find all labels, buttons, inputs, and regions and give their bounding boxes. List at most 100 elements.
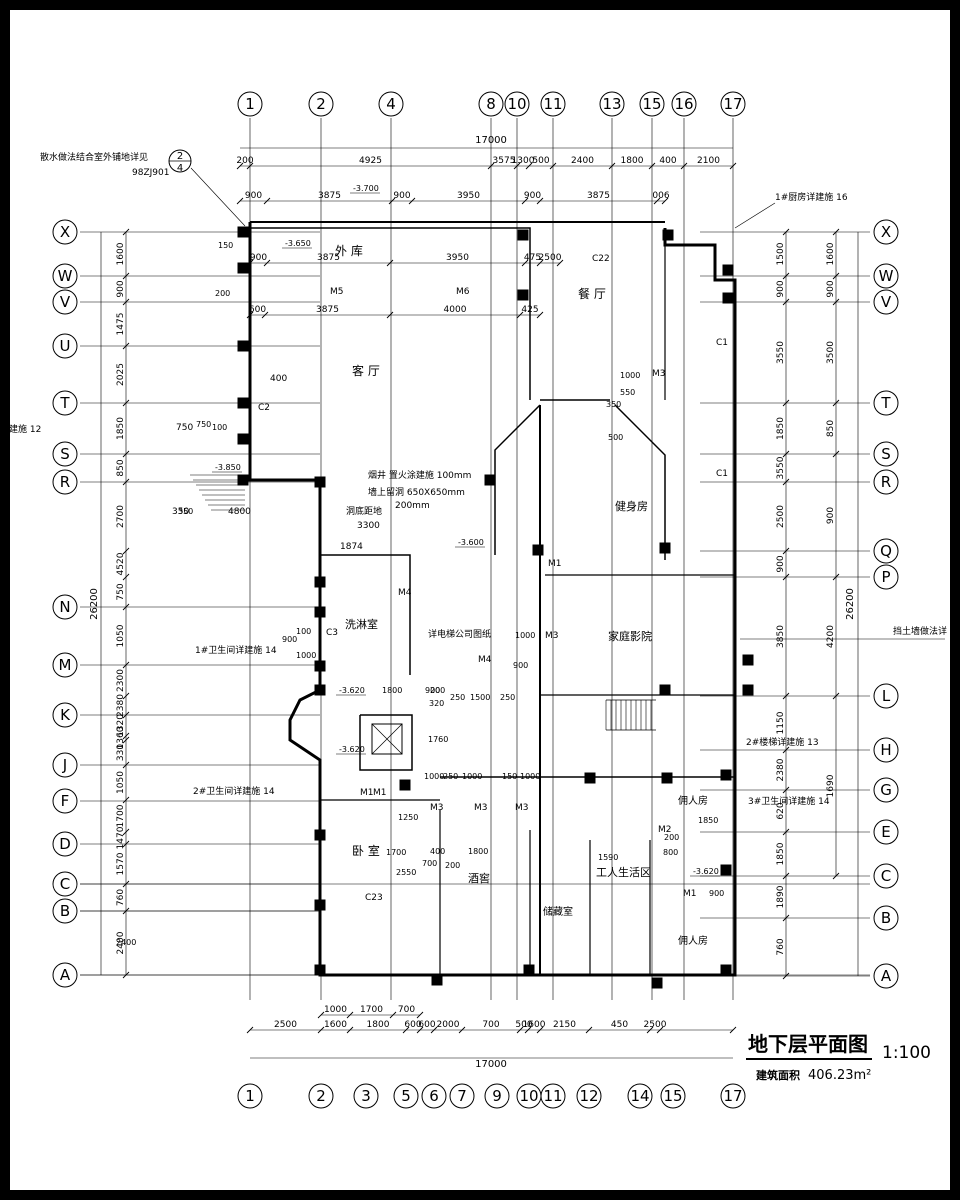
axis-bubble-left: V [52,289,78,315]
axis-bubble-circle [237,91,263,117]
dimension-label: 900 [116,280,126,297]
axis-bubble-label: 14 [630,1087,649,1105]
dimension-label: 2400 [571,156,594,166]
dimension-label: 3875 [316,305,339,315]
axis-bubble-label: G [880,781,892,799]
dimension-tick [122,711,130,719]
dimension-label: 4200 [826,625,836,648]
axis-bubble-circle [660,1083,686,1109]
dimension-label: 750 [116,583,126,600]
axis-bubble-right: G [873,777,899,803]
dimension-label: 3500 [826,341,836,364]
dimension-tick [122,342,130,350]
dimension-label: 330 [116,744,126,761]
structural-column [662,229,674,241]
axis-bubble-left: R [52,469,78,495]
dimension-tick [536,1026,544,1034]
dimension-tick [261,311,269,319]
dimension-tick [832,692,840,700]
door-tag: M3 [545,631,559,641]
axis-bubble-circle [52,469,78,495]
axis-bubble-bottom: 6 [421,1083,447,1109]
dimension-tick [122,907,130,915]
dimension-label: 900 [776,280,786,297]
dimension-label: 1150 [776,711,786,734]
dimension-tick [653,197,661,205]
dimension-tick [122,692,130,700]
structural-column [523,964,535,976]
dimension-tick [516,311,524,319]
level-mark: -3.600 [458,538,484,547]
small-dimension: 1760 [428,735,448,744]
dimension-tick [346,1026,354,1034]
axis-bubble-circle [873,538,899,564]
leader-line [734,202,776,229]
axis-bubble-label: B [881,909,891,927]
axis-bubble-label: 9 [492,1087,502,1105]
note-outdoor-detail: 散水做法结合室外铺地详见 [40,151,148,163]
dimension-tick [246,1026,254,1034]
structural-column [720,864,732,876]
axis-bubble-top: 1 [237,91,263,117]
axis-bubble-circle [873,219,899,245]
axis-bubble-right: X [873,219,899,245]
dimension-label: 900 [524,191,541,201]
dimension-label: 600 [249,305,266,315]
dimension-label: 2500 [644,1020,667,1030]
dimension-label: 1600 [523,1020,546,1030]
dimension-tick [389,1011,397,1019]
axis-bubble-circle [720,91,746,117]
dimension-label: 1850 [116,417,126,440]
small-dimension: 350 [178,507,193,516]
door-tag: M5 [330,287,344,297]
dimension-tick [388,197,396,205]
room-storage: 储藏室 [543,905,573,918]
dimension-label: 850 [826,420,836,437]
axis-bubble-label: W [58,267,73,285]
axis-bubble-label: R [881,473,891,491]
dimension-tick [122,298,130,306]
small-dimension: 750 [196,420,211,429]
dimension-label: 500 [532,156,549,166]
axis-bubble-left: C [52,871,78,897]
axis-bubble-label: 1 [245,95,255,113]
axis-bubble-bottom: 5 [393,1083,419,1109]
small-dimension: 1590 [598,853,618,862]
elevator-shaft [359,714,413,771]
axis-bubble-right: B [873,905,899,931]
axis-bubble-label: 15 [642,95,661,113]
axis-bubble-label: 8 [486,95,496,113]
door-tag: M3 [474,803,488,813]
drawing-title: 地下层平面图 [748,1032,868,1056]
axis-bubble-left: M [52,652,78,678]
note-wall-hole-2: 200mm [395,501,430,511]
dimension-label: 2380 [776,758,786,781]
small-dimension: 1000 [520,772,540,781]
dimension-tick [122,840,130,848]
note-elevator: 详电梯公司图纸 [428,628,491,640]
note-stair2: 2#楼梯详建施 13 [746,736,819,748]
axis-bubble-circle [671,91,697,117]
room-servant-2: 佣人房 [678,934,708,947]
note-stair-left: 详建施 12 [10,423,41,435]
dimension-label: 006 [652,191,669,201]
axis-bubble-label: T [880,394,891,412]
dimension-tick [122,761,130,769]
dimension-tick [524,1026,532,1034]
room-gym: 健身房 [615,499,648,513]
structural-column [517,289,529,301]
axis-bubble-top: 16 [671,91,697,117]
dimension-tick [513,162,521,170]
axis-bubble-label: C [881,867,891,885]
dimension-tick [549,162,557,170]
axis-bubble-label: 3 [361,1087,371,1105]
door-tag: M3 [652,369,666,379]
axis-bubble-label: X [60,223,70,241]
axis-bubble-bottom: 9 [484,1083,510,1109]
door-tag: M1 [360,788,374,798]
room-dining: 餐 厅 [578,286,606,301]
garage-wall [250,227,531,400]
note-wc2: 2#卫生间详建施 14 [193,785,275,797]
elevator-x [371,723,403,755]
axis-bubble-label: V [881,293,892,311]
